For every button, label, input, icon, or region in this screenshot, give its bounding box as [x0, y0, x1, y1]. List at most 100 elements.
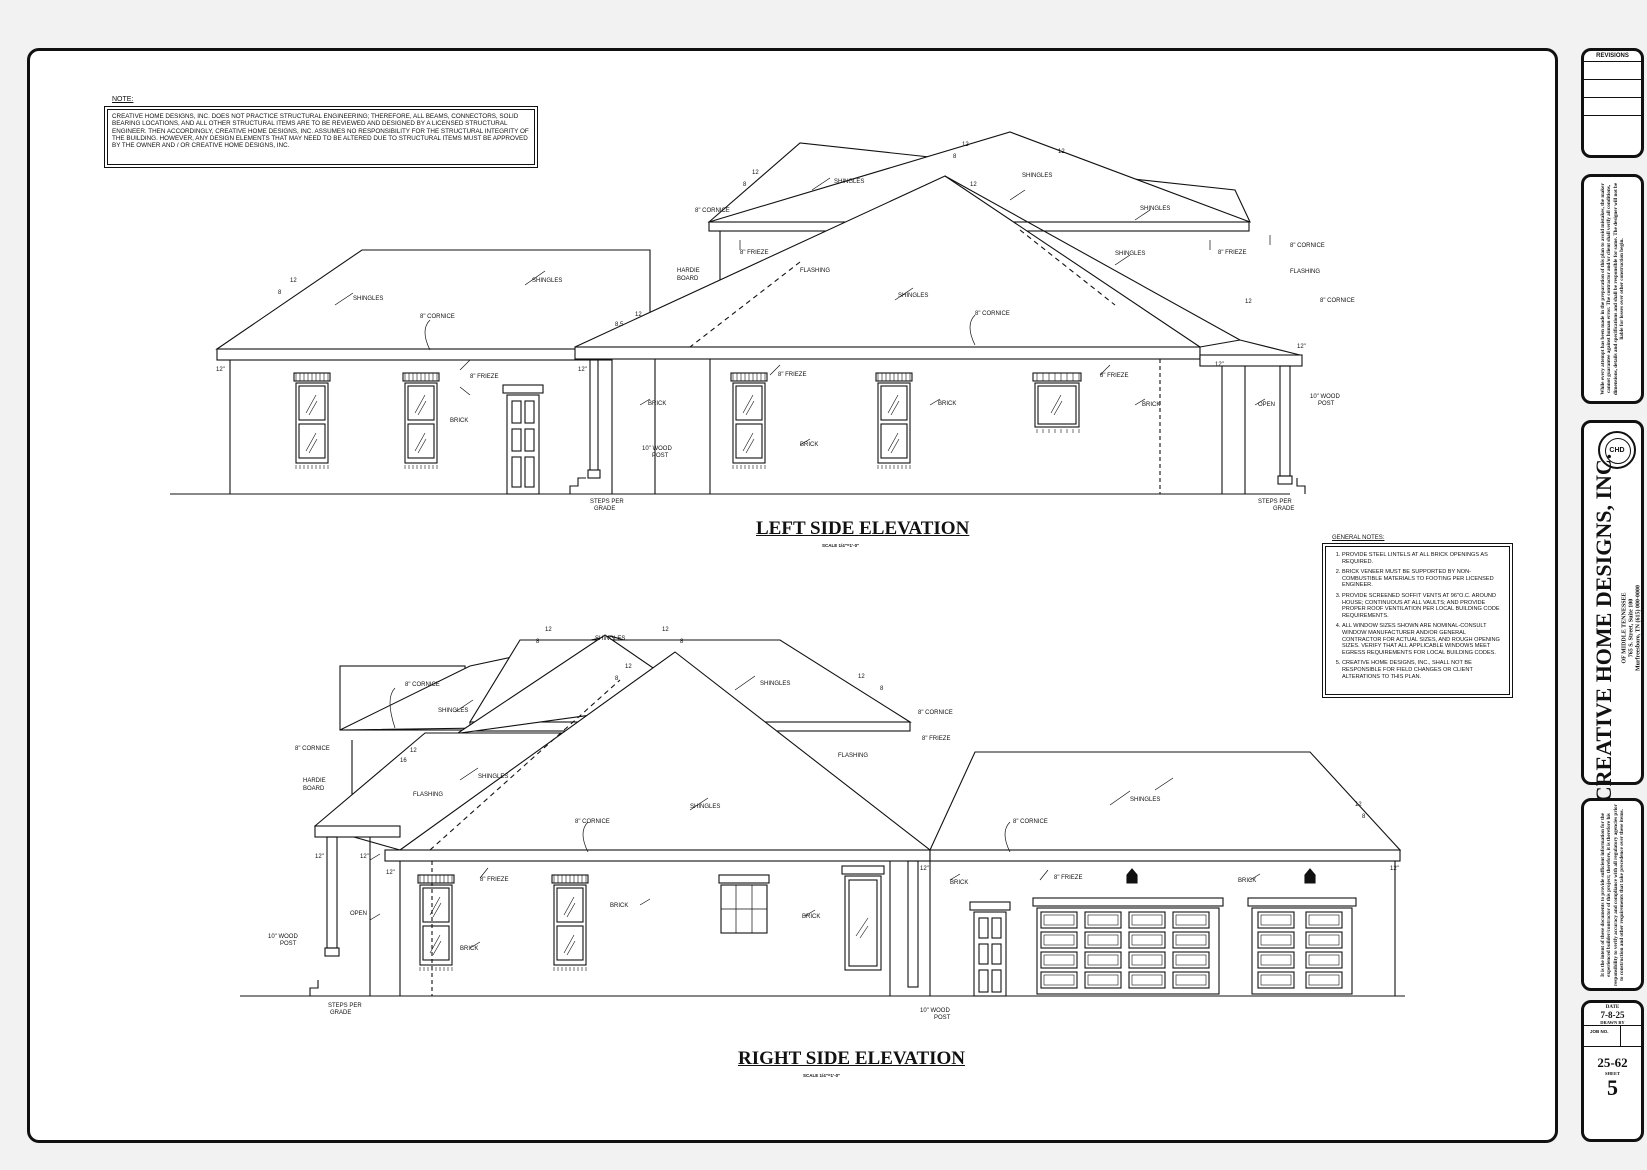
svg-text:SHINGLES: SHINGLES: [438, 708, 468, 714]
svg-text:8: 8: [278, 290, 282, 296]
svg-text:BRICK: BRICK: [938, 401, 956, 407]
company-sub-line: OF MIDDLE TENNESSEE: [1621, 592, 1628, 664]
svg-text:8" CORNICE: 8" CORNICE: [975, 311, 1010, 317]
svg-text:12: 12: [410, 748, 417, 754]
drawn-label: DRAWN BY: [1584, 1020, 1641, 1026]
svg-text:12: 12: [1355, 802, 1362, 808]
general-note-item: ALL WINDOW SIZES SHOWN ARE NOMINAL-CONSU…: [1342, 623, 1503, 656]
svg-text:STEPS PER: STEPS PER: [1258, 499, 1292, 505]
revisions-block: REVISIONS: [1581, 48, 1644, 158]
svg-text:POST: POST: [1318, 401, 1335, 407]
sheet-info-block: DATE 7-8-25 DRAWN BY JOB NO. 25-62 SHEET…: [1581, 1000, 1644, 1142]
disclaimer-bottom-block: It is the intent of these documents to p…: [1581, 798, 1644, 991]
svg-text:SHINGLES: SHINGLES: [834, 179, 864, 185]
sheet-label: SHEET: [1604, 1071, 1620, 1076]
svg-text:GRADE: GRADE: [594, 506, 615, 512]
svg-text:FLASHING: FLASHING: [800, 268, 830, 274]
svg-text:12: 12: [625, 664, 632, 670]
svg-text:FLASHING: FLASHING: [1290, 269, 1320, 275]
company-name: CREATIVE HOME DESIGNS, INC.: [1591, 453, 1616, 803]
svg-text:8" FRIEZE: 8" FRIEZE: [1218, 250, 1246, 256]
svg-text:8" FRIEZE: 8" FRIEZE: [1100, 373, 1128, 379]
left-elevation-scale: SCALE 1/4"=1'-0": [822, 543, 860, 548]
general-notes: PROVIDE STEEL LINTELS AT ALL BRICK OPENI…: [1322, 543, 1513, 698]
svg-text:16: 16: [400, 758, 407, 764]
job-box: [1620, 1026, 1641, 1046]
svg-text:BRICK: BRICK: [950, 880, 968, 886]
svg-text:HARDIE: HARDIE: [677, 268, 700, 274]
svg-text:8" CORNICE: 8" CORNICE: [695, 208, 730, 214]
svg-text:8" CORNICE: 8" CORNICE: [1013, 819, 1048, 825]
svg-text:10" WOOD: 10" WOOD: [1310, 394, 1340, 400]
svg-text:BRICK: BRICK: [648, 401, 666, 407]
svg-text:12: 12: [1058, 149, 1065, 155]
disclaimer-top-block: While every attempt has been made in the…: [1581, 174, 1644, 404]
job-row: JOB NO.: [1584, 1026, 1641, 1047]
svg-text:8.5: 8.5: [615, 322, 624, 328]
svg-text:BOARD: BOARD: [303, 786, 325, 792]
company-sub-line: 765 S. Street, Suite 100: [1628, 598, 1635, 658]
svg-text:SHINGLES: SHINGLES: [690, 804, 720, 810]
date-value: 7-8-25: [1600, 1010, 1625, 1020]
svg-text:12: 12: [662, 627, 669, 633]
right-elevation: SHINGLES SHINGLES SHINGLES SHINGLES SHIN…: [240, 627, 1405, 1021]
svg-text:STEPS PER: STEPS PER: [590, 499, 624, 505]
svg-text:SHINGLES: SHINGLES: [595, 636, 625, 642]
svg-text:SHINGLES: SHINGLES: [1022, 173, 1052, 179]
svg-text:12": 12": [315, 854, 324, 860]
svg-text:GRADE: GRADE: [330, 1010, 351, 1016]
company-seal: CHD: [1598, 431, 1636, 469]
svg-text:POST: POST: [280, 941, 297, 947]
svg-text:12": 12": [1215, 362, 1224, 368]
general-note-item: CREATIVE HOME DESIGNS, INC., SHALL NOT B…: [1342, 660, 1503, 680]
svg-text:8" FRIEZE: 8" FRIEZE: [740, 250, 768, 256]
svg-text:8" CORNICE: 8" CORNICE: [918, 710, 953, 716]
svg-text:FLASHING: FLASHING: [838, 753, 868, 759]
svg-text:FLASHING: FLASHING: [413, 792, 443, 798]
general-notes-heading: GENERAL NOTES:: [1332, 535, 1385, 541]
svg-text:SHINGLES: SHINGLES: [1130, 797, 1160, 803]
svg-text:OPEN: OPEN: [350, 911, 367, 917]
svg-text:8: 8: [743, 182, 747, 188]
general-note-item: BRICK VENEER MUST BE SUPPORTED BY NON-CO…: [1342, 569, 1503, 589]
svg-text:12": 12": [386, 870, 395, 876]
svg-text:10" WOOD: 10" WOOD: [268, 934, 298, 940]
svg-text:SHINGLES: SHINGLES: [760, 681, 790, 687]
job-number: 25-62: [1597, 1055, 1628, 1070]
svg-text:10" WOOD: 10" WOOD: [920, 1008, 950, 1014]
svg-text:BRICK: BRICK: [1142, 402, 1160, 408]
svg-text:BRICK: BRICK: [800, 442, 818, 448]
svg-text:8" CORNICE: 8" CORNICE: [420, 314, 455, 320]
svg-text:8" CORNICE: 8" CORNICE: [295, 746, 330, 752]
svg-text:12": 12": [920, 866, 929, 872]
svg-text:8" FRIEZE: 8" FRIEZE: [480, 877, 508, 883]
right-elevation-scale: SCALE 1/4"=1'-0": [803, 1073, 841, 1078]
structural-note: CREATIVE HOME DESIGNS, INC. DOES NOT PRA…: [104, 106, 538, 168]
svg-text:SHINGLES: SHINGLES: [898, 293, 928, 299]
revision-row: [1584, 98, 1641, 116]
svg-text:8" CORNICE: 8" CORNICE: [575, 819, 610, 825]
note-heading: NOTE:: [112, 96, 134, 103]
left-elevation-title: LEFT SIDE ELEVATION: [756, 518, 970, 539]
disclaimer-top-text: While every attempt has been made in the…: [1599, 182, 1625, 396]
svg-text:8: 8: [1362, 814, 1366, 820]
svg-text:8: 8: [953, 154, 957, 160]
svg-text:GRADE: GRADE: [1273, 506, 1294, 512]
date-label: DATE: [1605, 1005, 1620, 1010]
svg-text:POST: POST: [652, 453, 669, 459]
svg-text:8" CORNICE: 8" CORNICE: [405, 682, 440, 688]
svg-text:BRICK: BRICK: [460, 946, 478, 952]
job-label: JOB NO.: [1590, 1029, 1609, 1034]
svg-text:12: 12: [970, 182, 977, 188]
svg-text:8" CORNICE: 8" CORNICE: [1290, 243, 1325, 249]
svg-text:8" CORNICE: 8" CORNICE: [1320, 298, 1355, 304]
svg-text:8: 8: [880, 686, 884, 692]
svg-text:SHINGLES: SHINGLES: [1115, 251, 1145, 257]
svg-text:8: 8: [615, 676, 619, 682]
svg-text:POST: POST: [934, 1015, 951, 1021]
svg-text:12: 12: [1245, 299, 1252, 305]
company-address: OF MIDDLE TENNESSEE 765 S. Street, Suite…: [1622, 585, 1643, 671]
revision-row: [1584, 80, 1641, 98]
svg-text:BOARD: BOARD: [677, 276, 699, 282]
